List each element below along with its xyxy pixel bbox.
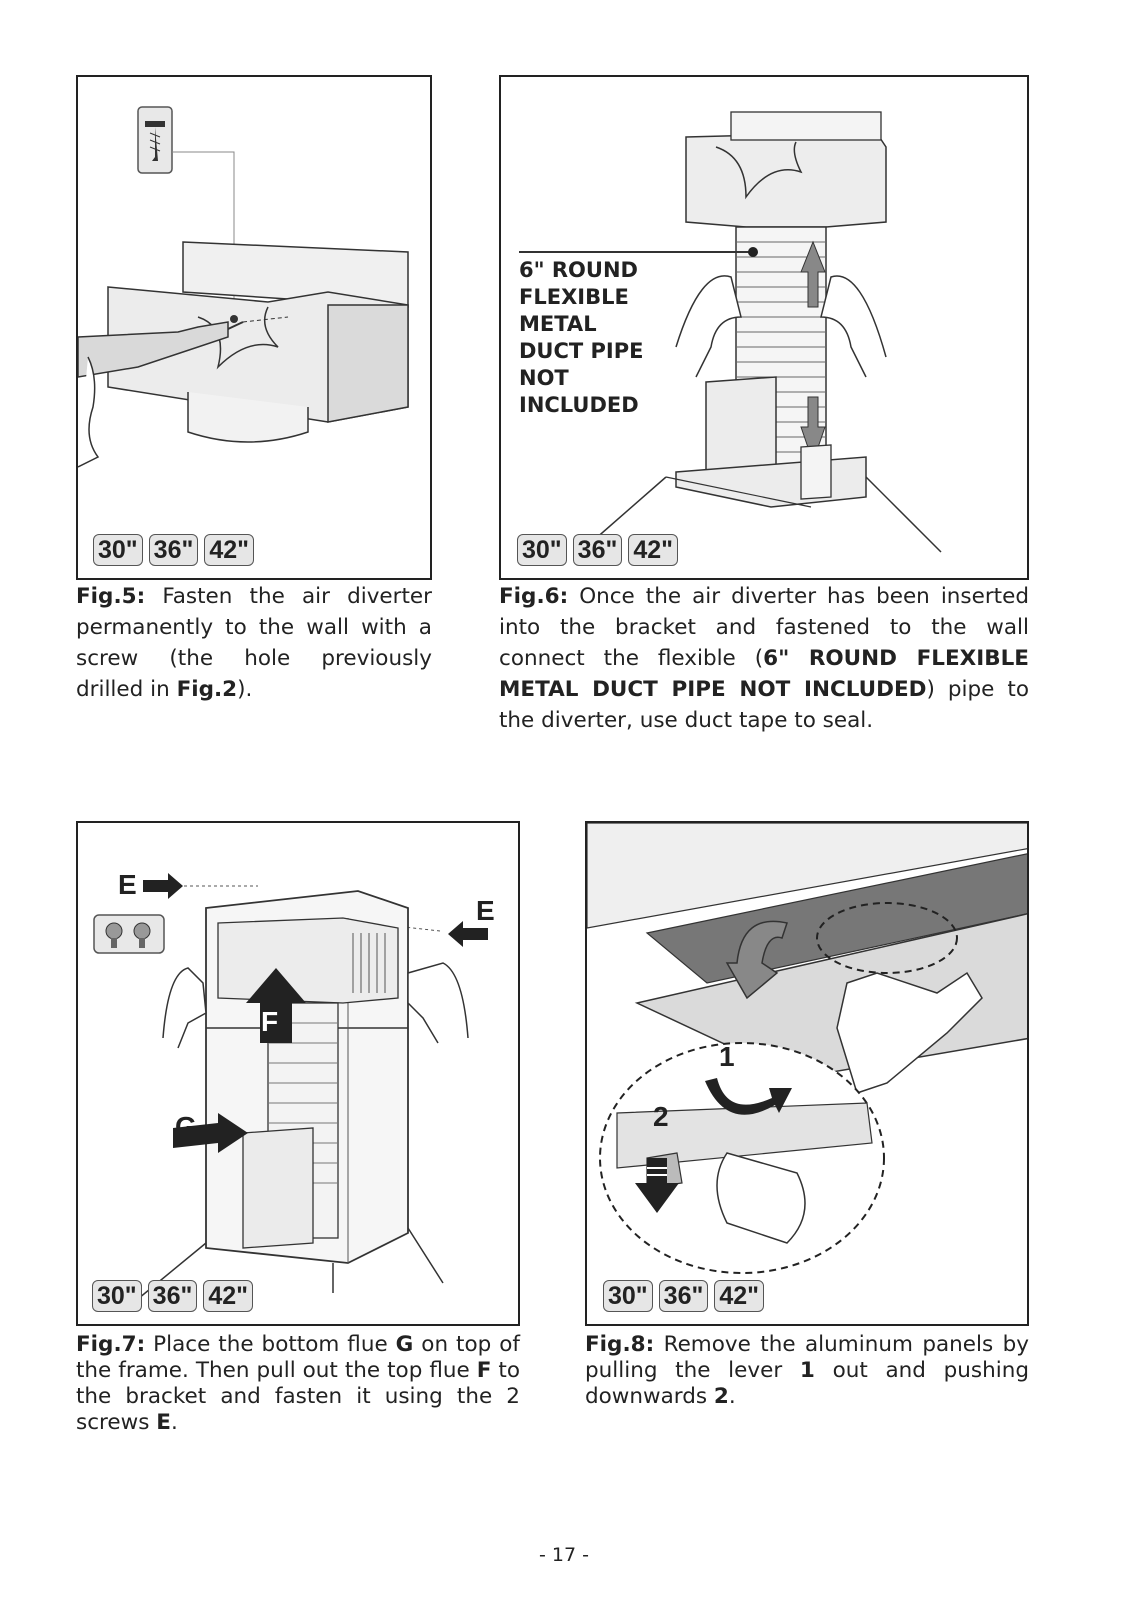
step-1-label: 1 <box>719 1041 735 1072</box>
figure-6-bold: 6" ROUND FLEXIBLE METAL DUCT PIPE NOT IN… <box>499 646 1029 702</box>
figure-8-bold-1: 1 <box>799 1358 815 1383</box>
duct-pipe-label-line: INCLUDED <box>519 393 639 417</box>
figure-5-drawing <box>78 106 409 468</box>
figure-7-bold-g: G <box>395 1332 414 1357</box>
size-badge-36: 36" <box>572 534 623 566</box>
size-badge-30: 30" <box>93 534 143 566</box>
size-badges: 30" 36" 42" <box>603 1280 765 1312</box>
duct-pipe-label-line: DUCT PIPE <box>519 339 644 363</box>
duct-pipe-label-line: 6" ROUND <box>519 258 638 282</box>
figure-5-text: Fasten the air diverter permanently to t… <box>76 584 432 702</box>
size-badge-30: 30" <box>517 534 567 566</box>
figure-6-drawing <box>519 111 942 553</box>
figure-6-ref: Fig.6: <box>499 584 569 609</box>
figure-5-text-end: ). <box>237 677 253 702</box>
size-badge-30: 30" <box>603 1280 653 1312</box>
size-badge-36: 36" <box>658 1280 709 1312</box>
figure-7-drawing <box>93 873 488 1304</box>
figure-6-text-end: ) pipe to the diverter, use duct tape to… <box>499 677 1029 733</box>
figure-2-ref: Fig.2 <box>176 677 238 702</box>
size-badge-42: 42" <box>203 1280 254 1312</box>
figure-7-text: Place the bottom flue <box>145 1332 396 1357</box>
figure-7-caption: Fig.7: Place the bottom flue G on top of… <box>76 1332 520 1436</box>
size-badge-36: 36" <box>147 1280 198 1312</box>
figure-7-ref: Fig.7: <box>76 1332 146 1357</box>
duct-pipe-label-line: METAL <box>519 312 597 336</box>
size-badges: 30" 36" 42" <box>93 534 255 566</box>
figure-6-caption: Fig.6: Once the air diverter has been in… <box>499 581 1029 736</box>
figure-8-drawing <box>587 823 1027 1274</box>
screw-e-label-right: E <box>476 895 495 926</box>
size-badge-42: 42" <box>714 1280 765 1312</box>
figure-5-ref: Fig.5: <box>76 584 146 609</box>
size-badge-42: 42" <box>204 534 255 566</box>
step-2-label: 2 <box>653 1101 669 1132</box>
duct-pipe-label-line: NOT <box>519 366 569 390</box>
size-badges: 30" 36" 42" <box>517 534 679 566</box>
flue-f-label: F <box>261 1006 279 1037</box>
duct-pipe-label: 6" ROUND FLEXIBLE METAL DUCT PIPE NOT IN… <box>519 257 643 419</box>
figure-5-caption: Fig.5: Fasten the air diverter permanent… <box>76 581 432 705</box>
figure-8-text: Remove the aluminum panels by pulling th… <box>585 1332 1029 1383</box>
size-badge-30: 30" <box>92 1280 142 1312</box>
size-badge-42: 42" <box>628 534 679 566</box>
figure-6-illustration: 6" ROUND FLEXIBLE METAL DUCT PIPE NOT IN… <box>499 75 1029 580</box>
page-number: - 17 - <box>539 1544 589 1566</box>
screw-e-label-left: E <box>118 869 137 900</box>
figure-7-bold-f: F <box>476 1358 492 1383</box>
figure-7-bold-e: E <box>156 1410 171 1435</box>
figure-7-text: to the bracket and fasten it using the 2… <box>76 1358 520 1435</box>
figure-8-caption: Fig.8: Remove the aluminum panels by pul… <box>585 1332 1029 1410</box>
size-badge-36: 36" <box>148 534 199 566</box>
flue-g-label: G <box>175 1111 197 1142</box>
duct-pipe-label-line: FLEXIBLE <box>519 285 629 309</box>
figure-5-illustration: 30" 36" 42" <box>76 75 432 580</box>
figure-8-illustration: 1 2 30" 36" 42" <box>585 821 1029 1326</box>
figure-7-text: on top of the frame. Then pull out the t… <box>76 1332 520 1383</box>
figure-7-text: . <box>170 1410 178 1435</box>
figure-8-ref: Fig.8: <box>585 1332 655 1357</box>
figure-8-bold-2: 2 <box>713 1384 729 1409</box>
figure-8-text: . <box>728 1384 736 1409</box>
figure-8-text: out and pushing downwards <box>585 1358 1030 1409</box>
figure-6-text: Once the air diverter has been inserted … <box>499 584 1029 671</box>
size-badges: 30" 36" 42" <box>92 1280 254 1312</box>
figure-7-illustration: E E F G 30" 36" 42" <box>76 821 520 1326</box>
